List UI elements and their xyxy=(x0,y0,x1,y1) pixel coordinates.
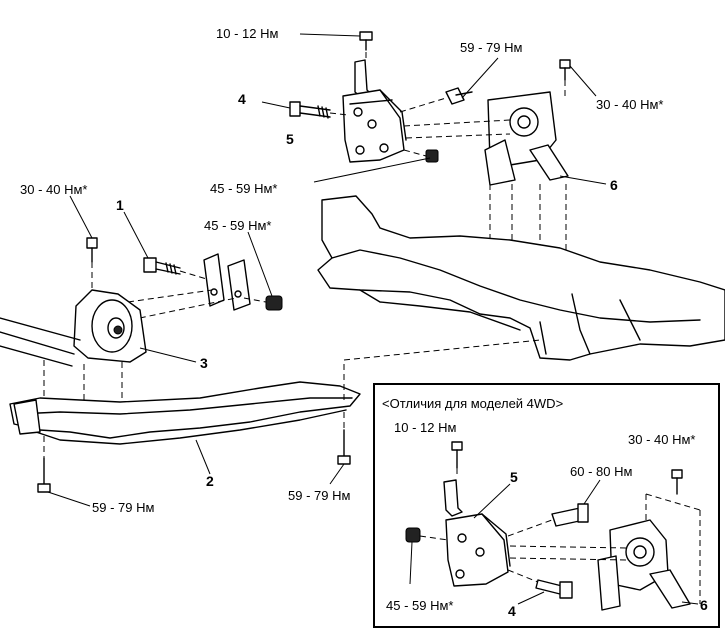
torque-label-upper-bolt: 59 - 79 Нм xyxy=(460,40,523,55)
front-crossmember xyxy=(317,195,725,361)
bolt-small-top xyxy=(299,31,373,51)
callout-2: 2 xyxy=(206,473,214,489)
inset-callout-4: 4 xyxy=(508,603,516,619)
engine-mount-6 xyxy=(403,91,607,186)
bolt-4-top xyxy=(261,101,349,119)
torque-label-left-mount: 30 - 40 Нм* xyxy=(20,182,88,197)
inset-torque-top: 10 - 12 Нм xyxy=(394,420,457,435)
engine-bracket-5 xyxy=(342,89,407,163)
engine-mount-3 xyxy=(73,289,197,363)
torque-label-upper-mount: 30 - 40 Нм* xyxy=(596,97,664,112)
nut-bracket xyxy=(313,149,439,183)
inset-callout-6: 6 xyxy=(700,597,708,613)
torque-label-top-bolt: 10 - 12 Нм xyxy=(216,26,279,41)
torque-label-bracket-nut: 45 - 59 Нм* xyxy=(210,181,278,196)
inset-drawing xyxy=(405,441,701,611)
nut-left xyxy=(247,231,283,311)
torque-label-member-left: 59 - 79 Нм xyxy=(92,500,155,515)
side-frame-left xyxy=(0,317,123,400)
inset-callout-5: 5 xyxy=(510,469,518,485)
torque-label-member-right: 59 - 79 Нм xyxy=(288,488,351,503)
left-bracket-plates xyxy=(127,253,267,321)
callout-1: 1 xyxy=(116,197,124,213)
callout-4-top: 4 xyxy=(238,91,246,107)
callout-5-top: 5 xyxy=(286,131,294,147)
bolt-member-right xyxy=(329,412,351,485)
bolt-30-40-left xyxy=(69,195,98,290)
inset-title: <Отличия для моделей 4WD> xyxy=(382,396,564,411)
bolt-59-79-top xyxy=(399,57,499,113)
crossmember-2 xyxy=(9,339,541,475)
inset-4wd-differences xyxy=(373,383,720,628)
inset-torque-nut: 45 - 59 Нм* xyxy=(386,598,454,613)
inset-torque-mid: 60 - 80 Нм xyxy=(570,464,633,479)
bolt-member-left xyxy=(37,436,91,507)
bolt-30-40-top xyxy=(559,59,597,100)
torque-label-left-nut: 45 - 59 Нм* xyxy=(204,218,272,233)
bolt-1 xyxy=(123,211,211,281)
inset-torque-right: 30 - 40 Нм* xyxy=(628,432,696,447)
callout-3: 3 xyxy=(200,355,208,371)
callout-6-top: 6 xyxy=(610,177,618,193)
